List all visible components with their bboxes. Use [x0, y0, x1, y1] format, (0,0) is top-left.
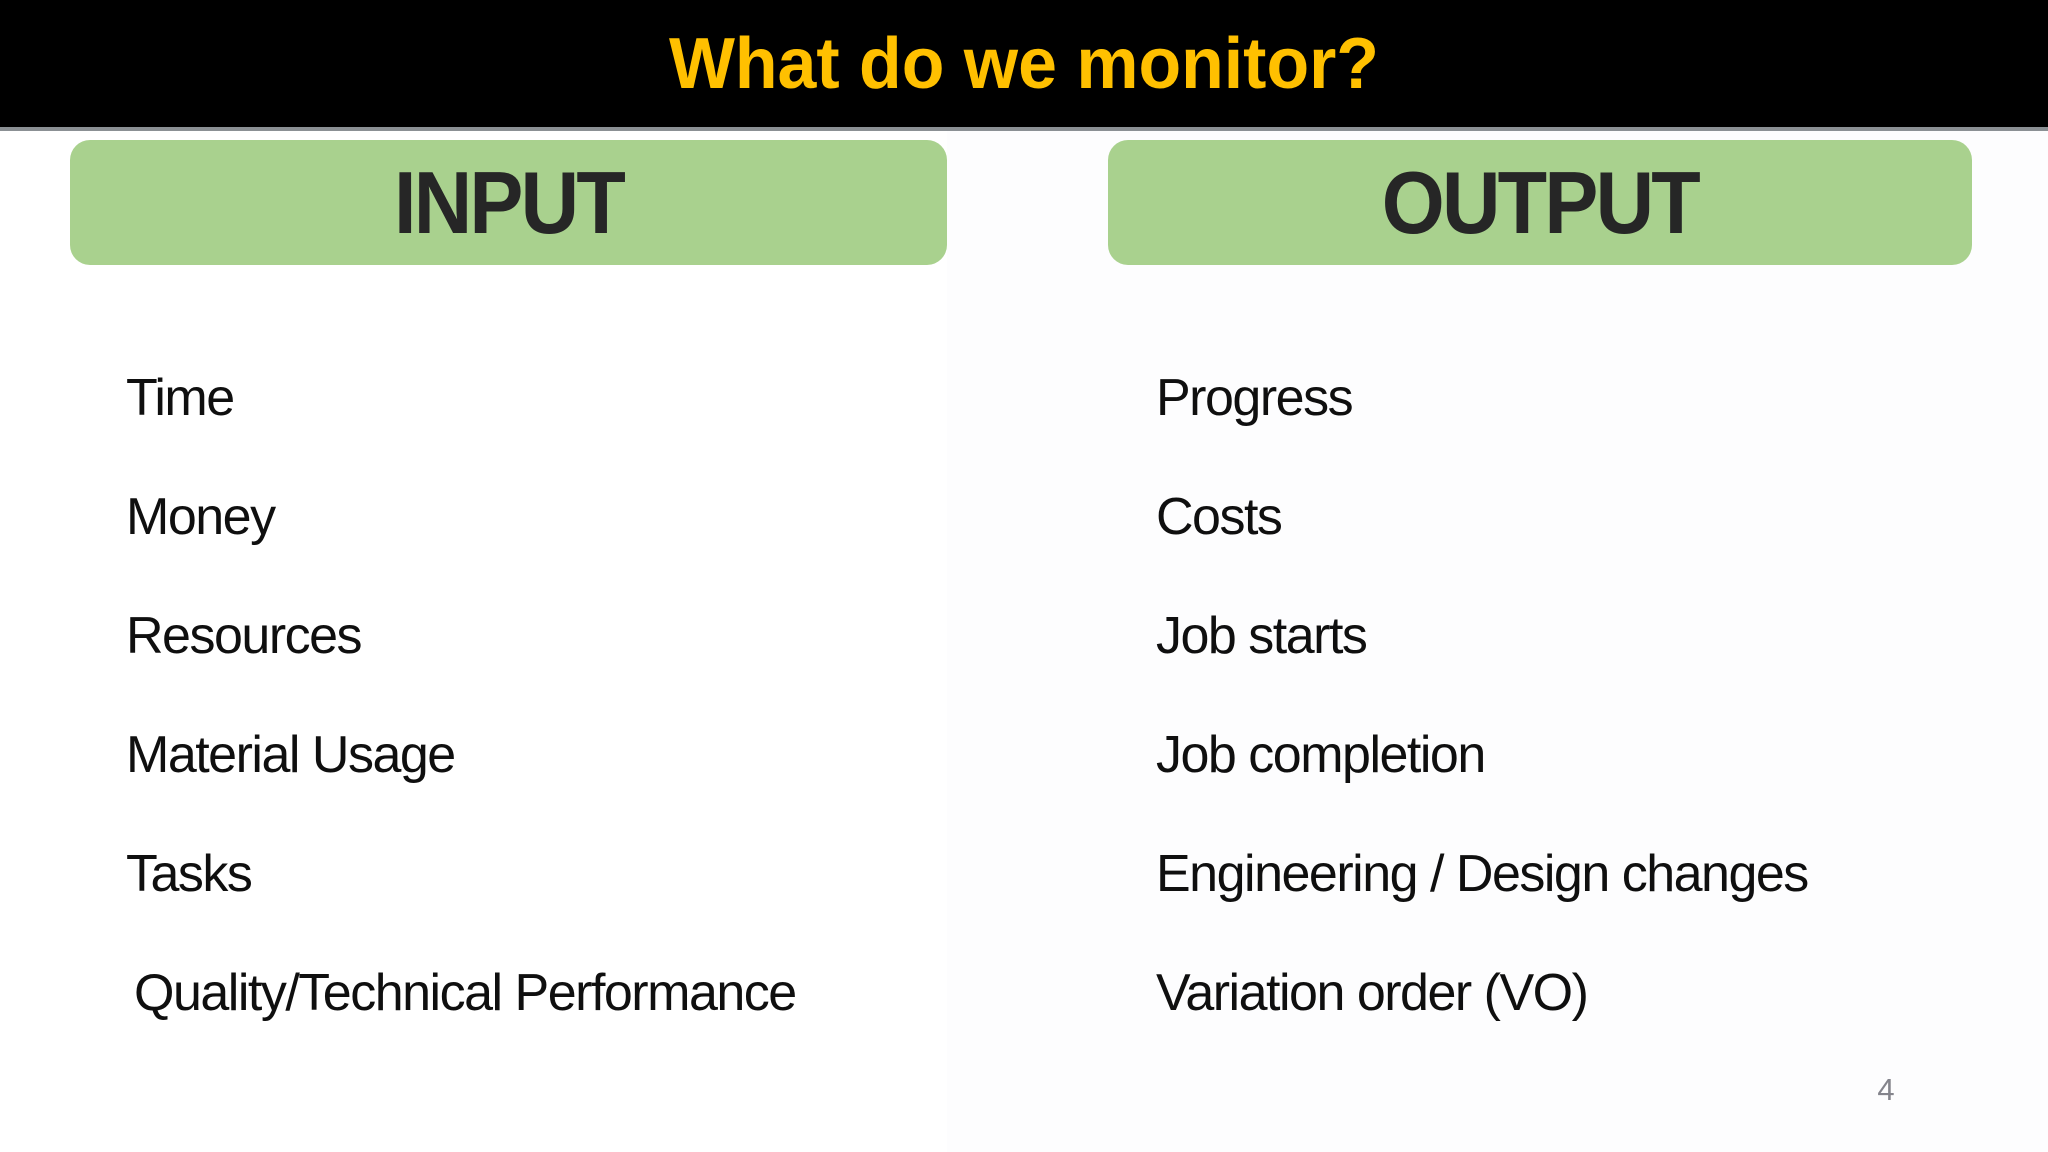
right-panel-tint	[947, 131, 2048, 1152]
input-header-box: INPUT	[70, 140, 947, 265]
input-item-list: Time Money Resources Material Usage Task…	[126, 338, 946, 1052]
input-header-label: INPUT	[393, 152, 626, 252]
page-number: 4	[1877, 1072, 1895, 1107]
list-item: Variation order (VO)	[1156, 963, 1589, 1022]
list-item: Material Usage	[126, 725, 456, 784]
list-item: Tasks	[126, 844, 253, 903]
list-item: Costs	[1156, 487, 1283, 546]
list-item: Money	[126, 487, 276, 546]
title-banner: What do we monitor?	[0, 0, 2048, 131]
output-header-label: OUTPUT	[1381, 152, 1701, 252]
list-item: Progress	[1156, 368, 1354, 427]
list-item: Job completion	[1156, 725, 1486, 784]
slide-title: What do we monitor?	[669, 23, 1379, 104]
output-header-box: OUTPUT	[1108, 140, 1972, 265]
list-item: Time	[126, 368, 235, 427]
list-item: Quality/Technical Performance	[134, 963, 797, 1022]
list-item: Job starts	[1156, 606, 1368, 665]
list-item: Engineering / Design changes	[1156, 844, 1809, 903]
output-item-list: Progress Costs Job starts Job completion…	[1156, 338, 2016, 1052]
list-item: Resources	[126, 606, 363, 665]
